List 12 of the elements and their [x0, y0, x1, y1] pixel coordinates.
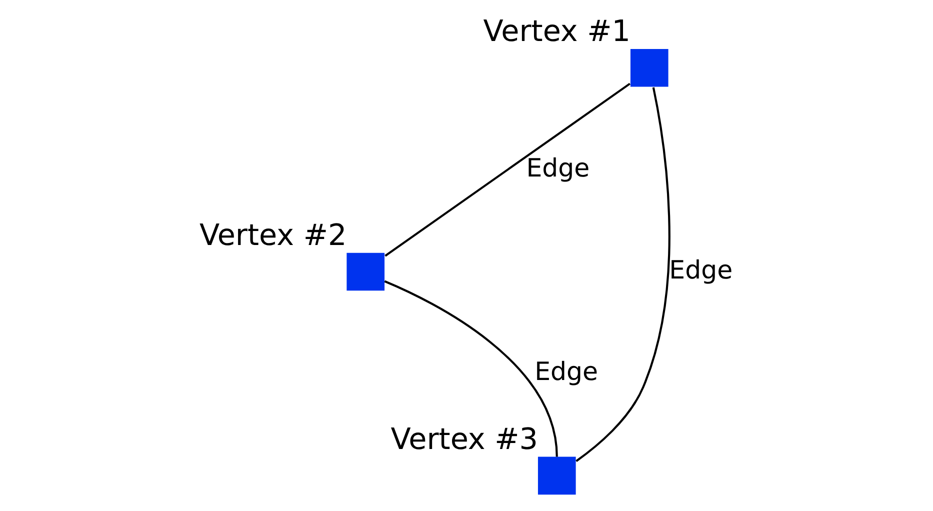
- edge-label: Edge: [669, 254, 733, 284]
- node-box: [630, 48, 668, 86]
- connector: [384, 82, 630, 256]
- edge-label: Edge: [534, 356, 598, 386]
- node-box: [538, 456, 576, 494]
- connector: [384, 280, 558, 456]
- node-label: Vertex #2: [199, 217, 347, 252]
- node-box: [346, 252, 385, 290]
- node-label: Vertex #1: [483, 13, 630, 48]
- edge-label: Edge: [526, 152, 590, 182]
- node-label: Vertex #3: [390, 421, 538, 456]
- connector: [576, 86, 670, 462]
